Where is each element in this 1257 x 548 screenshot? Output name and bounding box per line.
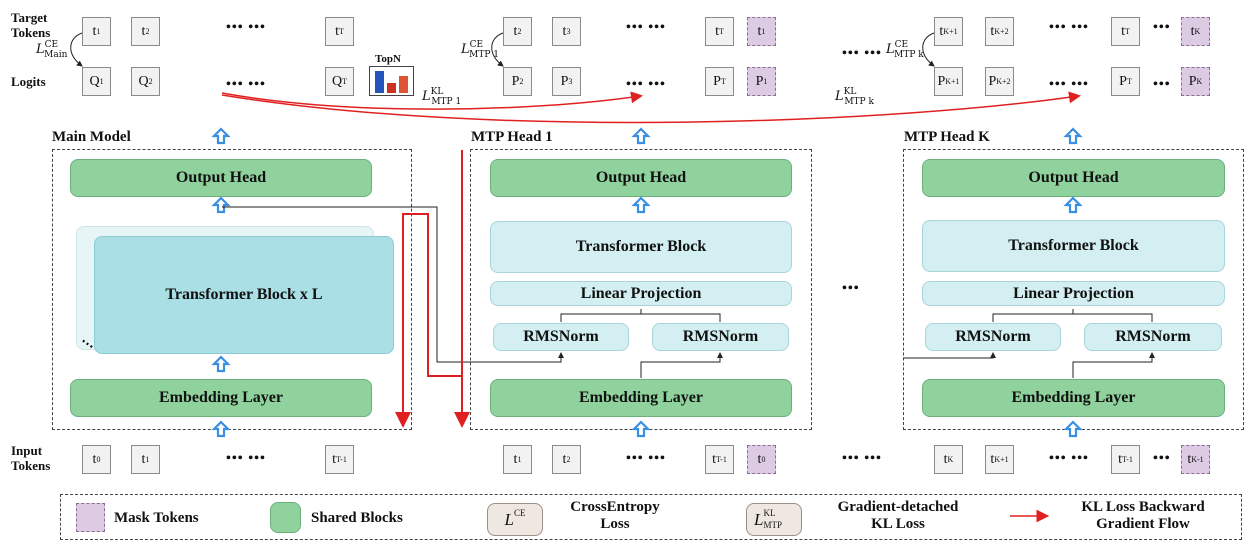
ellipsis: ••• ••• (626, 451, 666, 466)
mtpk-linear-projection: Linear Projection (922, 281, 1225, 306)
main-model-title: Main Model (52, 129, 131, 145)
legend-grad-label: KL Loss Backward Gradient Flow (1081, 499, 1205, 532)
target-tokens-label: Target Tokens (11, 10, 51, 40)
legend-kl-label: Gradient-detached KL Loss (837, 499, 959, 532)
mtpk-transformer-block: Transformer Block (922, 220, 1225, 272)
mtp1-transformer-block: Transformer Block (490, 221, 792, 273)
legend-mask-label: Mask Tokens (114, 510, 199, 526)
legend-shared-swatch (270, 502, 301, 533)
ellipsis: ••• ••• (626, 77, 666, 92)
ellipsis: ••• ••• (226, 77, 266, 92)
topn-bar (387, 83, 396, 93)
ellipsis: ••• ••• (1049, 77, 1089, 92)
ellipsis: ••• (1153, 451, 1171, 466)
topn-bar (399, 76, 408, 93)
mtp1-title: MTP Head 1 (471, 129, 553, 145)
kl-mtp1-loss: LKLMTP 1 (422, 87, 462, 107)
input-tokens-label: Input Tokens (11, 443, 51, 473)
legend-shared-label: Shared Blocks (311, 510, 403, 526)
kl-curve-mtpk (221, 91, 1081, 124)
mtpk-rmsnorm-right: RMSNorm (1084, 323, 1222, 351)
ellipsis: ••• (1153, 20, 1171, 35)
legend-box (60, 494, 1242, 540)
mtp1-linear-projection: Linear Projection (490, 281, 792, 306)
ellipsis: ••• ••• (226, 20, 266, 35)
ce-mtpk-loss: LCEMTP k (886, 40, 924, 60)
ellipsis: ••• (1153, 77, 1171, 92)
mtpk-title: MTP Head K (904, 129, 990, 145)
mtp1-output-head: Output Head (490, 159, 792, 197)
ellipsis: ••• ••• (1049, 451, 1089, 466)
up-arrow-icon (1063, 127, 1083, 145)
kl-mtpk-loss: LKLMTP k (835, 87, 874, 107)
mtp1-embedding-layer: Embedding Layer (490, 379, 792, 417)
main-transformer-block: Transformer Block x L (94, 236, 394, 354)
mtpk-embedding-layer: Embedding Layer (922, 379, 1225, 417)
ce-main-loss: LCEMain (36, 40, 68, 60)
legend-mask-swatch (76, 503, 105, 532)
topn-bar (375, 71, 384, 93)
logits-label: Logits (11, 74, 46, 89)
legend-ce-label: CrossEntropy Loss (570, 499, 660, 532)
ellipsis: ••• ••• (842, 46, 882, 61)
topn-chart (369, 66, 414, 96)
ellipsis: ••• ••• (626, 20, 666, 35)
ellipsis: ••• ••• (226, 451, 266, 466)
ellipsis: ••• ••• (842, 451, 882, 466)
topn-label: TopN (375, 53, 401, 65)
up-arrow-icon (631, 127, 651, 145)
mtp1-rmsnorm-right: RMSNorm (652, 323, 789, 351)
mtpk-output-head: Output Head (922, 159, 1225, 197)
mtp1-rmsnorm-left: RMSNorm (493, 323, 629, 351)
ce-mtp1-loss: LCEMTP 1 (461, 40, 499, 60)
ellipsis: ••• (842, 281, 860, 296)
mtpk-rmsnorm-left: RMSNorm (925, 323, 1061, 351)
main-output-head: Output Head (70, 159, 372, 197)
main-embedding-layer: Embedding Layer (70, 379, 372, 417)
ellipsis: ••• ••• (1049, 20, 1089, 35)
up-arrow-icon (211, 127, 231, 145)
